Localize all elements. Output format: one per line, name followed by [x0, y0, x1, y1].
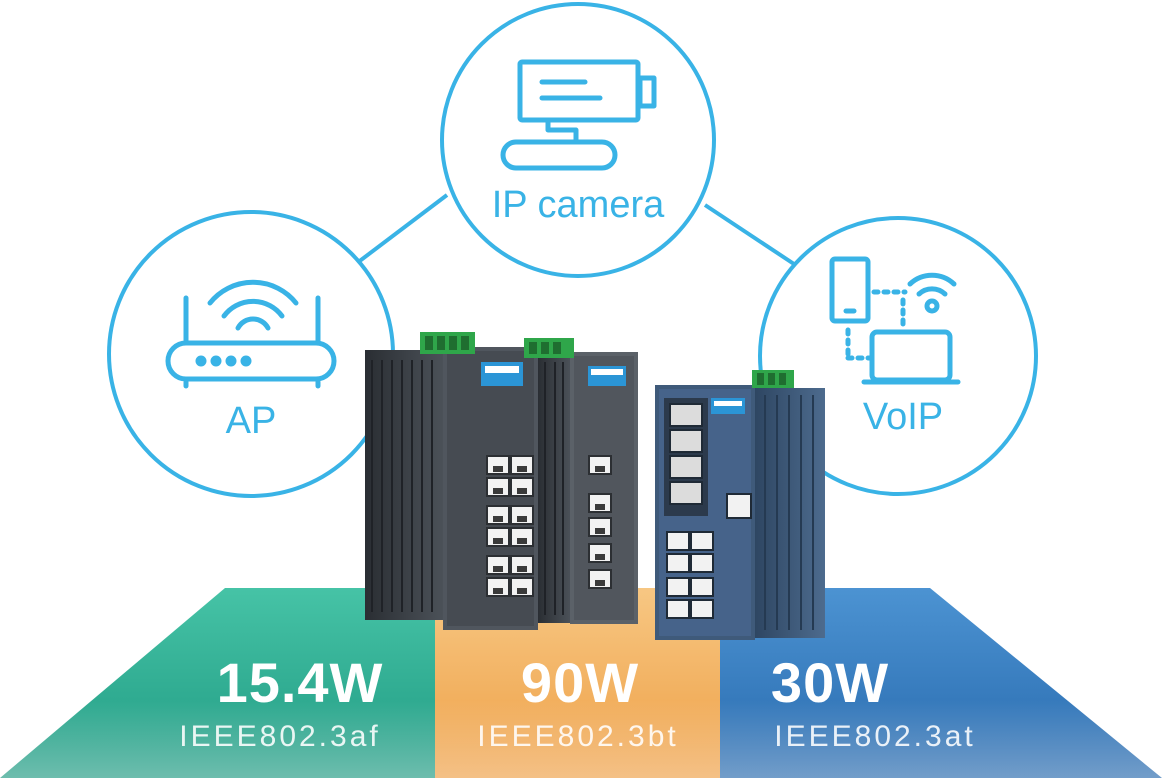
poe-switch-5port [524, 338, 638, 624]
ip-camera-label: IP camera [491, 184, 665, 226]
power-bands [0, 588, 1162, 778]
connector-lines [355, 193, 802, 270]
poe-switch-8port [365, 332, 538, 630]
ip-camera-icon [500, 59, 657, 171]
ap-circle [107, 210, 395, 498]
voip-circle [758, 216, 1038, 496]
standard-bt: IEEE802.3bt [477, 720, 679, 753]
band-fade [0, 700, 1162, 778]
connector-ap-camera [355, 193, 449, 265]
watt-value-at: 30W [770, 651, 890, 714]
voip-devices-icon [829, 256, 961, 385]
watt-value-af: 15.4W [216, 651, 384, 714]
ap-label: AP [225, 400, 277, 442]
standard-af: IEEE802.3af [179, 720, 381, 753]
voip-label: VoIP [862, 396, 944, 438]
wifi-router-icon [165, 279, 337, 389]
connector-camera-voip [703, 203, 802, 270]
watt-value-bt: 90W [520, 651, 640, 714]
poe-switch-blue [655, 370, 825, 640]
standard-at: IEEE802.3at [774, 720, 976, 753]
